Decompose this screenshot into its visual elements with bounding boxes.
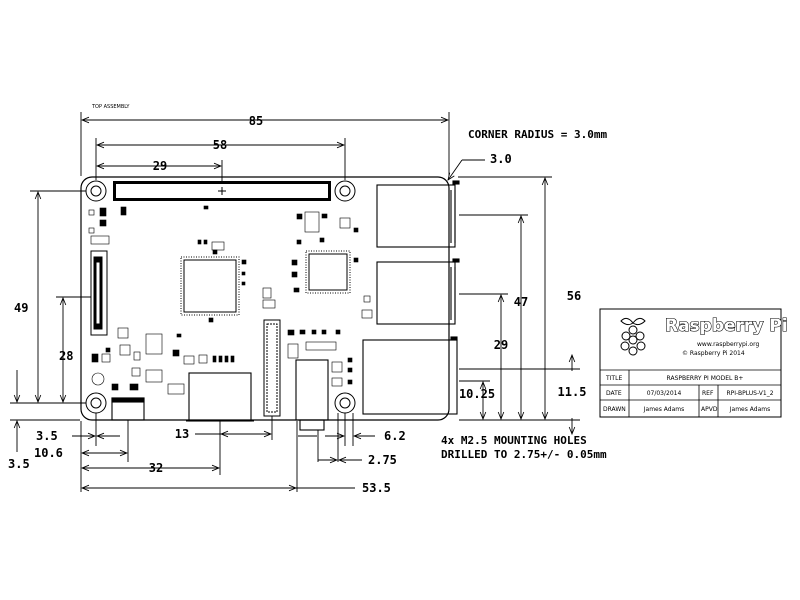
view-label: TOP ASSEMBLY [91, 104, 130, 110]
usb-port-top [376, 180, 460, 248]
mounting-hole-bottom-right [334, 392, 356, 414]
dim-3-0: 3.0 [490, 152, 512, 166]
title-block: Raspberry Pi www.raspberrypi.org © Raspb… [599, 308, 788, 418]
dim-53-5: 53.5 [362, 481, 391, 495]
dim-2-75: 2.75 [368, 453, 397, 467]
dim-3-5-left: 3.5 [8, 457, 30, 471]
date-label: DATE [606, 390, 622, 397]
soc-chip [180, 256, 240, 316]
title-value: RASPBERRY PI MODEL B+ [667, 375, 744, 382]
brand-copyright: © Raspberry Pi 2014 [682, 350, 745, 357]
mounting-holes-note-line1: 4x M2.5 MOUNTING HOLES [441, 434, 587, 447]
dim-58: 58 [213, 138, 227, 152]
drawn-value: James Adams [643, 406, 684, 413]
hdmi-port [186, 372, 254, 422]
mounting-holes-note-line2: DRILLED TO 2.75+/- 0.05mm [441, 448, 607, 461]
dim-13: 13 [175, 427, 189, 441]
mounting-hole-bottom-left [85, 392, 107, 414]
dimension-values: 85 58 29 CORNER RADIUS = 3.0mm 3.0 56 47… [8, 114, 607, 495]
brand-website: www.raspberrypi.org [697, 341, 759, 348]
drawn-label: DRAWN [603, 406, 626, 413]
brand-name: Raspberry Pi [665, 316, 788, 336]
sd-card-slot [90, 250, 108, 336]
dim-56: 56 [567, 289, 581, 303]
ref-value: RPI-BPLUS-V1_2 [726, 390, 773, 397]
small-components [88, 205, 373, 395]
lan-chip [305, 250, 351, 294]
dimension-lines [10, 112, 580, 492]
dim-3-5-bottom: 3.5 [36, 429, 58, 443]
dim-29-right: 29 [494, 338, 508, 352]
mounting-hole-top-right [334, 180, 356, 202]
ref-label: REF [702, 390, 714, 397]
board [80, 176, 450, 421]
dim-29-top: 29 [153, 159, 167, 173]
dim-10-6: 10.6 [34, 446, 63, 460]
dim-28: 28 [59, 349, 73, 363]
dim-10-25: 10.25 [459, 387, 495, 401]
power-port [111, 397, 145, 421]
dim-32: 32 [149, 461, 163, 475]
usb-port-bottom [376, 258, 460, 325]
title-label: TITLE [605, 375, 622, 382]
apvd-value: James Adams [729, 406, 770, 413]
date-value: 07/03/2014 [647, 390, 682, 397]
dim-6-2: 6.2 [384, 429, 406, 443]
camera-connector [263, 319, 281, 417]
dim-49: 49 [14, 301, 28, 315]
corner-radius-note: CORNER RADIUS = 3.0mm [468, 128, 607, 141]
gpio-header [113, 181, 331, 201]
raspberry-logo-icon [620, 317, 646, 356]
mounting-holes [85, 180, 356, 414]
board-outline [80, 176, 450, 421]
ethernet-port [362, 336, 458, 415]
mounting-hole-top-left [85, 180, 107, 202]
dim-85: 85 [249, 114, 263, 128]
dim-47: 47 [514, 295, 528, 309]
apvd-label: APVD [701, 406, 718, 413]
audio-jack [295, 359, 329, 431]
dim-11-5: 11.5 [558, 385, 587, 399]
